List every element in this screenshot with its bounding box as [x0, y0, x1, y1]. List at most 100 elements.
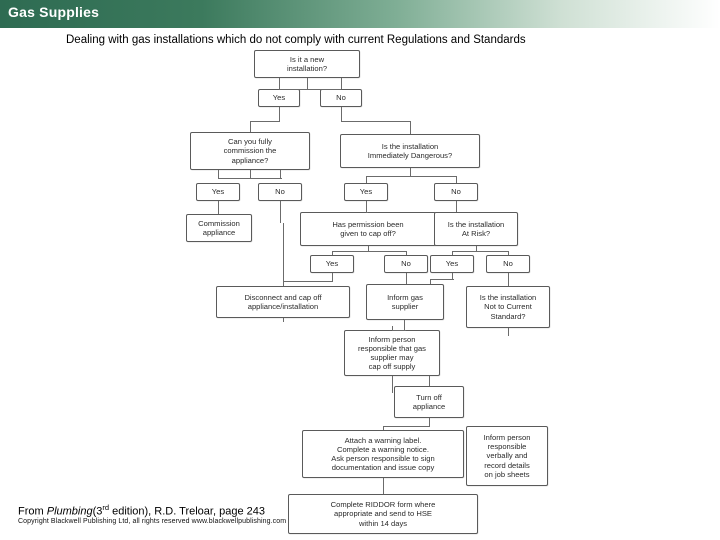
flow-node-label: No: [503, 259, 513, 269]
flow-node-n6: Yes: [196, 183, 240, 201]
flow-node-n3: No: [320, 89, 362, 107]
flow-connector: [383, 426, 384, 430]
flow-node-label: Attach a warning label.Complete a warnin…: [331, 435, 435, 473]
flow-connector: [392, 376, 393, 392]
flow-connector: [392, 326, 393, 331]
flow-connector: [307, 78, 308, 89]
source-edition: (3: [92, 505, 103, 518]
flow-node-n9: No: [434, 183, 478, 201]
flow-connector: [392, 330, 406, 331]
flow-connector: [430, 279, 431, 284]
source-prefix: From: [18, 505, 47, 518]
flow-connector: [508, 328, 509, 336]
flow-connector: [368, 246, 369, 251]
flow-connector: [341, 78, 342, 89]
header-band: [0, 0, 720, 28]
flow-connector: [410, 121, 411, 134]
flow-connector: [508, 273, 509, 286]
flow-connector: [430, 279, 454, 280]
flow-connector: [250, 170, 251, 178]
flow-connector: [452, 273, 453, 279]
flow-connector: [280, 170, 281, 178]
flow-connector: [283, 318, 284, 322]
flow-connector: [456, 176, 457, 183]
flow-connector: [332, 251, 333, 255]
source-rest: edition), R.D. Treloar, page 243: [109, 505, 265, 518]
flow-connector: [508, 251, 509, 255]
flow-connector: [429, 418, 430, 426]
flow-connector: [366, 201, 367, 212]
flow-connector: [366, 176, 367, 183]
flow-connector: [279, 78, 280, 89]
flow-connector: [218, 201, 219, 214]
flow-node-n13: Yes: [310, 255, 354, 273]
flow-node-n15: Yes: [430, 255, 474, 273]
flow-connector: [456, 201, 457, 212]
flow-connector: [218, 178, 282, 179]
flow-connector: [279, 89, 341, 90]
flow-node-label: No: [336, 93, 346, 103]
flow-connector: [410, 168, 411, 176]
flow-connector: [332, 273, 333, 281]
flow-connector: [341, 121, 410, 122]
flow-connector: [406, 273, 407, 284]
flow-connector: [452, 251, 453, 255]
flow-connector: [429, 376, 430, 386]
flow-node-n14: No: [384, 255, 428, 273]
source-edition-suffix: rd: [102, 503, 110, 512]
flow-node-n8: Yes: [344, 183, 388, 201]
flow-connector: [406, 251, 407, 255]
flow-connector: [383, 478, 384, 494]
copyright-notice: Copyright Blackwell Publishing Ltd, all …: [18, 518, 287, 525]
source-title: Plumbing: [46, 505, 93, 518]
flow-node-n2: Yes: [258, 89, 300, 107]
flow-connector: [383, 426, 430, 427]
flow-connector: [218, 170, 219, 178]
flow-node-label: No: [275, 187, 285, 197]
flow-connector: [283, 281, 333, 282]
flow-connector: [332, 251, 406, 252]
flow-connector: [279, 107, 280, 121]
slide-subtitle: Dealing with gas installations which do …: [66, 34, 526, 46]
flow-node-label: No: [451, 187, 461, 197]
flow-connector: [341, 107, 342, 121]
flow-node-label: No: [401, 259, 411, 269]
flow-connector: [280, 201, 281, 223]
flow-connector: [366, 212, 368, 213]
flow-node-label: Yes: [359, 187, 373, 197]
flow-node-n22: Attach a warning label.Complete a warnin…: [302, 430, 464, 478]
page-title: Gas Supplies: [8, 4, 100, 20]
flow-node-label: Yes: [445, 259, 459, 269]
flow-node-n16: No: [486, 255, 530, 273]
flow-node-label: Yes: [272, 93, 286, 103]
flow-node-label: Yes: [325, 259, 339, 269]
flow-connector: [250, 121, 251, 132]
flow-connector: [404, 320, 405, 330]
